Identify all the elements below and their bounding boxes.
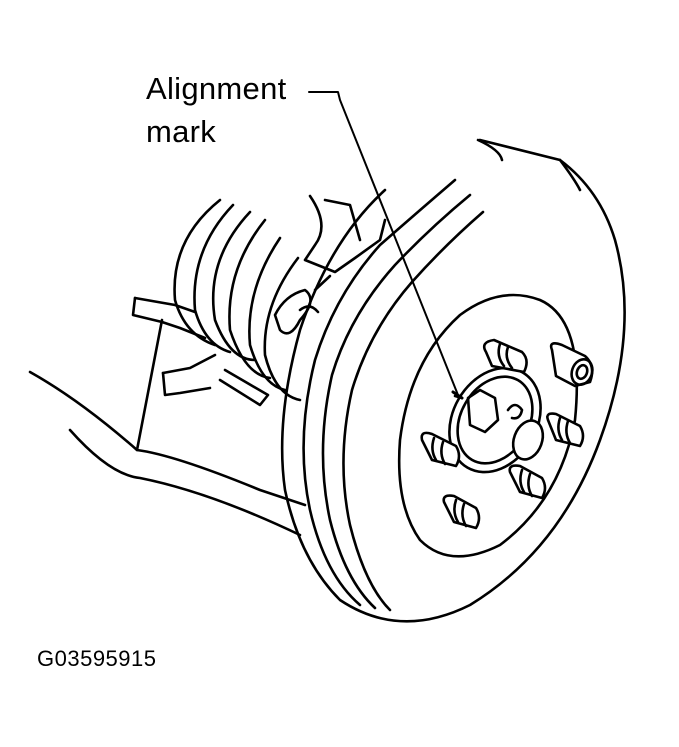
knuckle-bracket: [131, 296, 270, 407]
wheel-stud: [442, 494, 481, 530]
cv-boot: [173, 198, 302, 402]
alignment-mark-label-line2: mark: [146, 114, 217, 149]
brake-rotor: [280, 138, 626, 623]
wheel-stud-with-nut: [549, 342, 594, 388]
figure-code: G03595915: [37, 646, 157, 671]
alignment-mark-label-line1: Alignment: [146, 71, 287, 106]
wheel-studs: [420, 338, 594, 530]
lower-control-arm: [28, 318, 307, 537]
steering-knuckle: [273, 194, 387, 335]
wheel-stud: [420, 431, 461, 468]
hub-center: [448, 366, 545, 474]
wheel-stud: [482, 338, 528, 374]
wheel-stud: [546, 412, 585, 448]
alignment-mark-leader: [308, 91, 464, 400]
wheel-stud: [508, 464, 547, 500]
